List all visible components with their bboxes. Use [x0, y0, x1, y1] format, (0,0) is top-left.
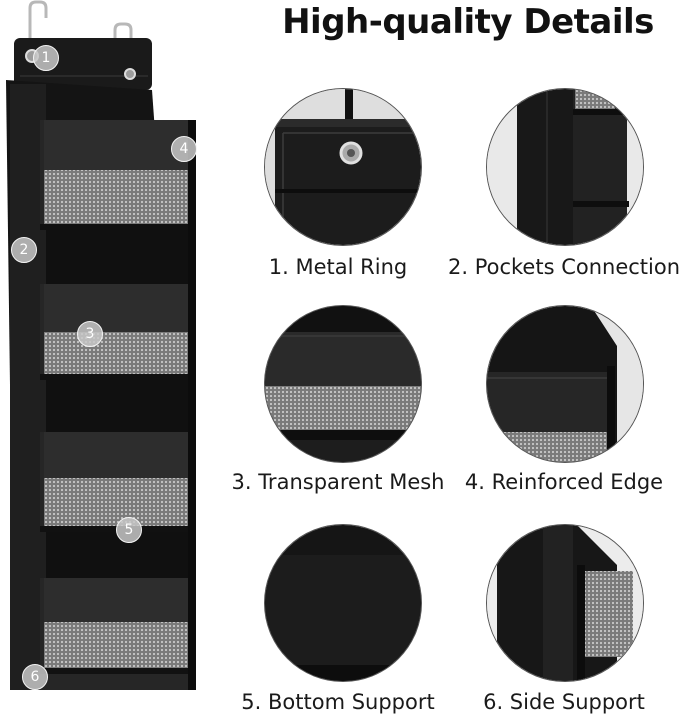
reinforced-edge-closeup-icon — [486, 305, 644, 463]
caption-side-support: 6. Side Support — [483, 690, 645, 714]
transparent-mesh-closeup-icon — [264, 305, 422, 463]
marker-2: 2 — [11, 237, 37, 263]
marker-1: 1 — [33, 45, 59, 71]
metal-ring-closeup-icon — [264, 88, 422, 246]
page-title: High-quality Details — [282, 2, 654, 42]
caption-metal-ring: 1. Metal Ring — [268, 255, 408, 279]
marker-4: 4 — [171, 136, 197, 162]
marker-5: 5 — [116, 517, 142, 543]
caption-transparent-mesh: 3. Transparent Mesh — [231, 470, 445, 494]
marker-6: 6 — [22, 664, 48, 690]
caption-reinforced-edge: 4. Reinforced Edge — [464, 470, 664, 494]
door-organizer-image: 1 2 3 4 5 6 — [0, 0, 250, 722]
organizer-illustration — [6, 0, 196, 690]
bottom-support-closeup-icon — [264, 524, 422, 682]
marker-3: 3 — [77, 321, 103, 347]
side-support-closeup-icon — [486, 524, 644, 682]
caption-pockets-connection: 2. Pockets Connection — [447, 255, 679, 279]
caption-bottom-support: 5. Bottom Support — [241, 690, 435, 714]
pockets-connection-closeup-icon — [486, 88, 644, 246]
